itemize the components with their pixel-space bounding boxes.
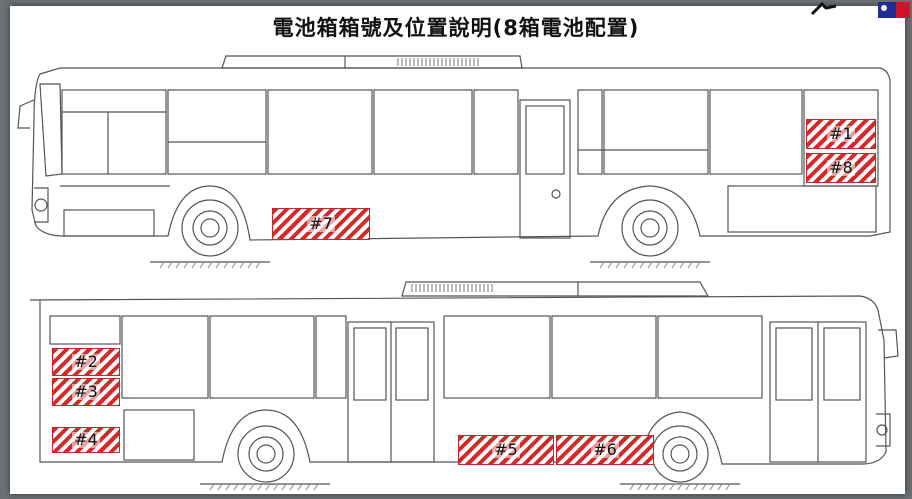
- battery-box-1-label: #1: [827, 124, 855, 143]
- diagram-panel: [10, 6, 905, 494]
- battery-box-7: #7: [272, 208, 370, 240]
- corner-logos: [810, 1, 910, 18]
- battery-box-6: #6: [556, 435, 654, 465]
- battery-box-6-label: #6: [591, 440, 619, 459]
- battery-box-2: #2: [52, 348, 120, 376]
- battery-box-3-label: #3: [72, 382, 100, 401]
- battery-box-4-label: #4: [72, 430, 100, 449]
- battery-box-7-label: #7: [307, 214, 335, 233]
- diagram-title: 電池箱箱號及位置說明(8箱電池配置): [272, 16, 640, 40]
- battery-box-2-label: #2: [72, 352, 100, 371]
- battery-box-5-label: #5: [492, 440, 520, 459]
- battery-box-1: #1: [806, 119, 876, 149]
- battery-box-3: #3: [52, 378, 120, 406]
- battery-box-5: #5: [458, 435, 554, 465]
- battery-box-8-label: #8: [827, 158, 855, 177]
- battery-box-8: #8: [806, 153, 876, 183]
- top-bus-outline: [17, 55, 891, 269]
- logo-mark-icon: [810, 1, 837, 16]
- battery-box-4: #4: [52, 427, 120, 453]
- bottom-bus-outline: [29, 281, 899, 491]
